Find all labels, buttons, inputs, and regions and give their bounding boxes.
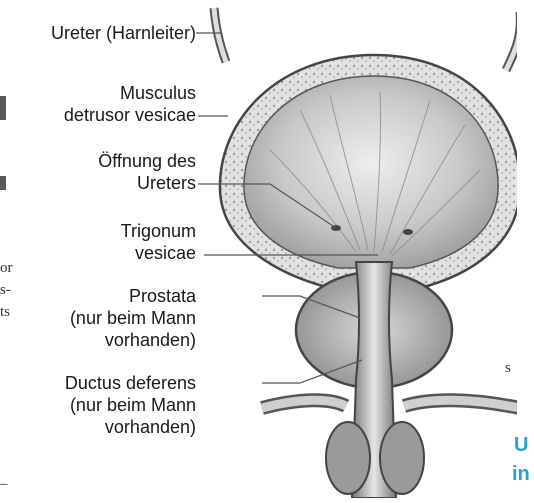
right-margin [517, 0, 534, 498]
left-text-fragment: ts [0, 304, 10, 321]
left-text-fragment: s- [0, 282, 11, 299]
left-text-fragment: or [0, 260, 13, 277]
seminal-vesicle-right [380, 422, 424, 494]
label-ureter: Ureter (Harnleiter) [51, 22, 196, 44]
page-edge-mark [0, 176, 6, 190]
label-ductus: Ductus deferens (nur beim Mann vorhanden… [65, 372, 196, 438]
label-detrusor: Musculus detrusor vesicae [64, 82, 196, 126]
right-heading-fragment: U [514, 434, 528, 457]
page-edge-mark [0, 96, 6, 120]
ureter-opening-right [403, 229, 413, 235]
label-trigonum: Trigonum vesicae [121, 220, 196, 264]
right-text-fragment: s [505, 360, 511, 377]
label-prostata: Prostata (nur beim Mann vorhanden) [70, 285, 196, 351]
seminal-vesicle-left [326, 422, 370, 494]
right-heading-fragment: in [512, 463, 530, 486]
left-text-fragment: – [0, 476, 8, 493]
label-oeffnung: Öffnung des Ureters [98, 150, 196, 194]
